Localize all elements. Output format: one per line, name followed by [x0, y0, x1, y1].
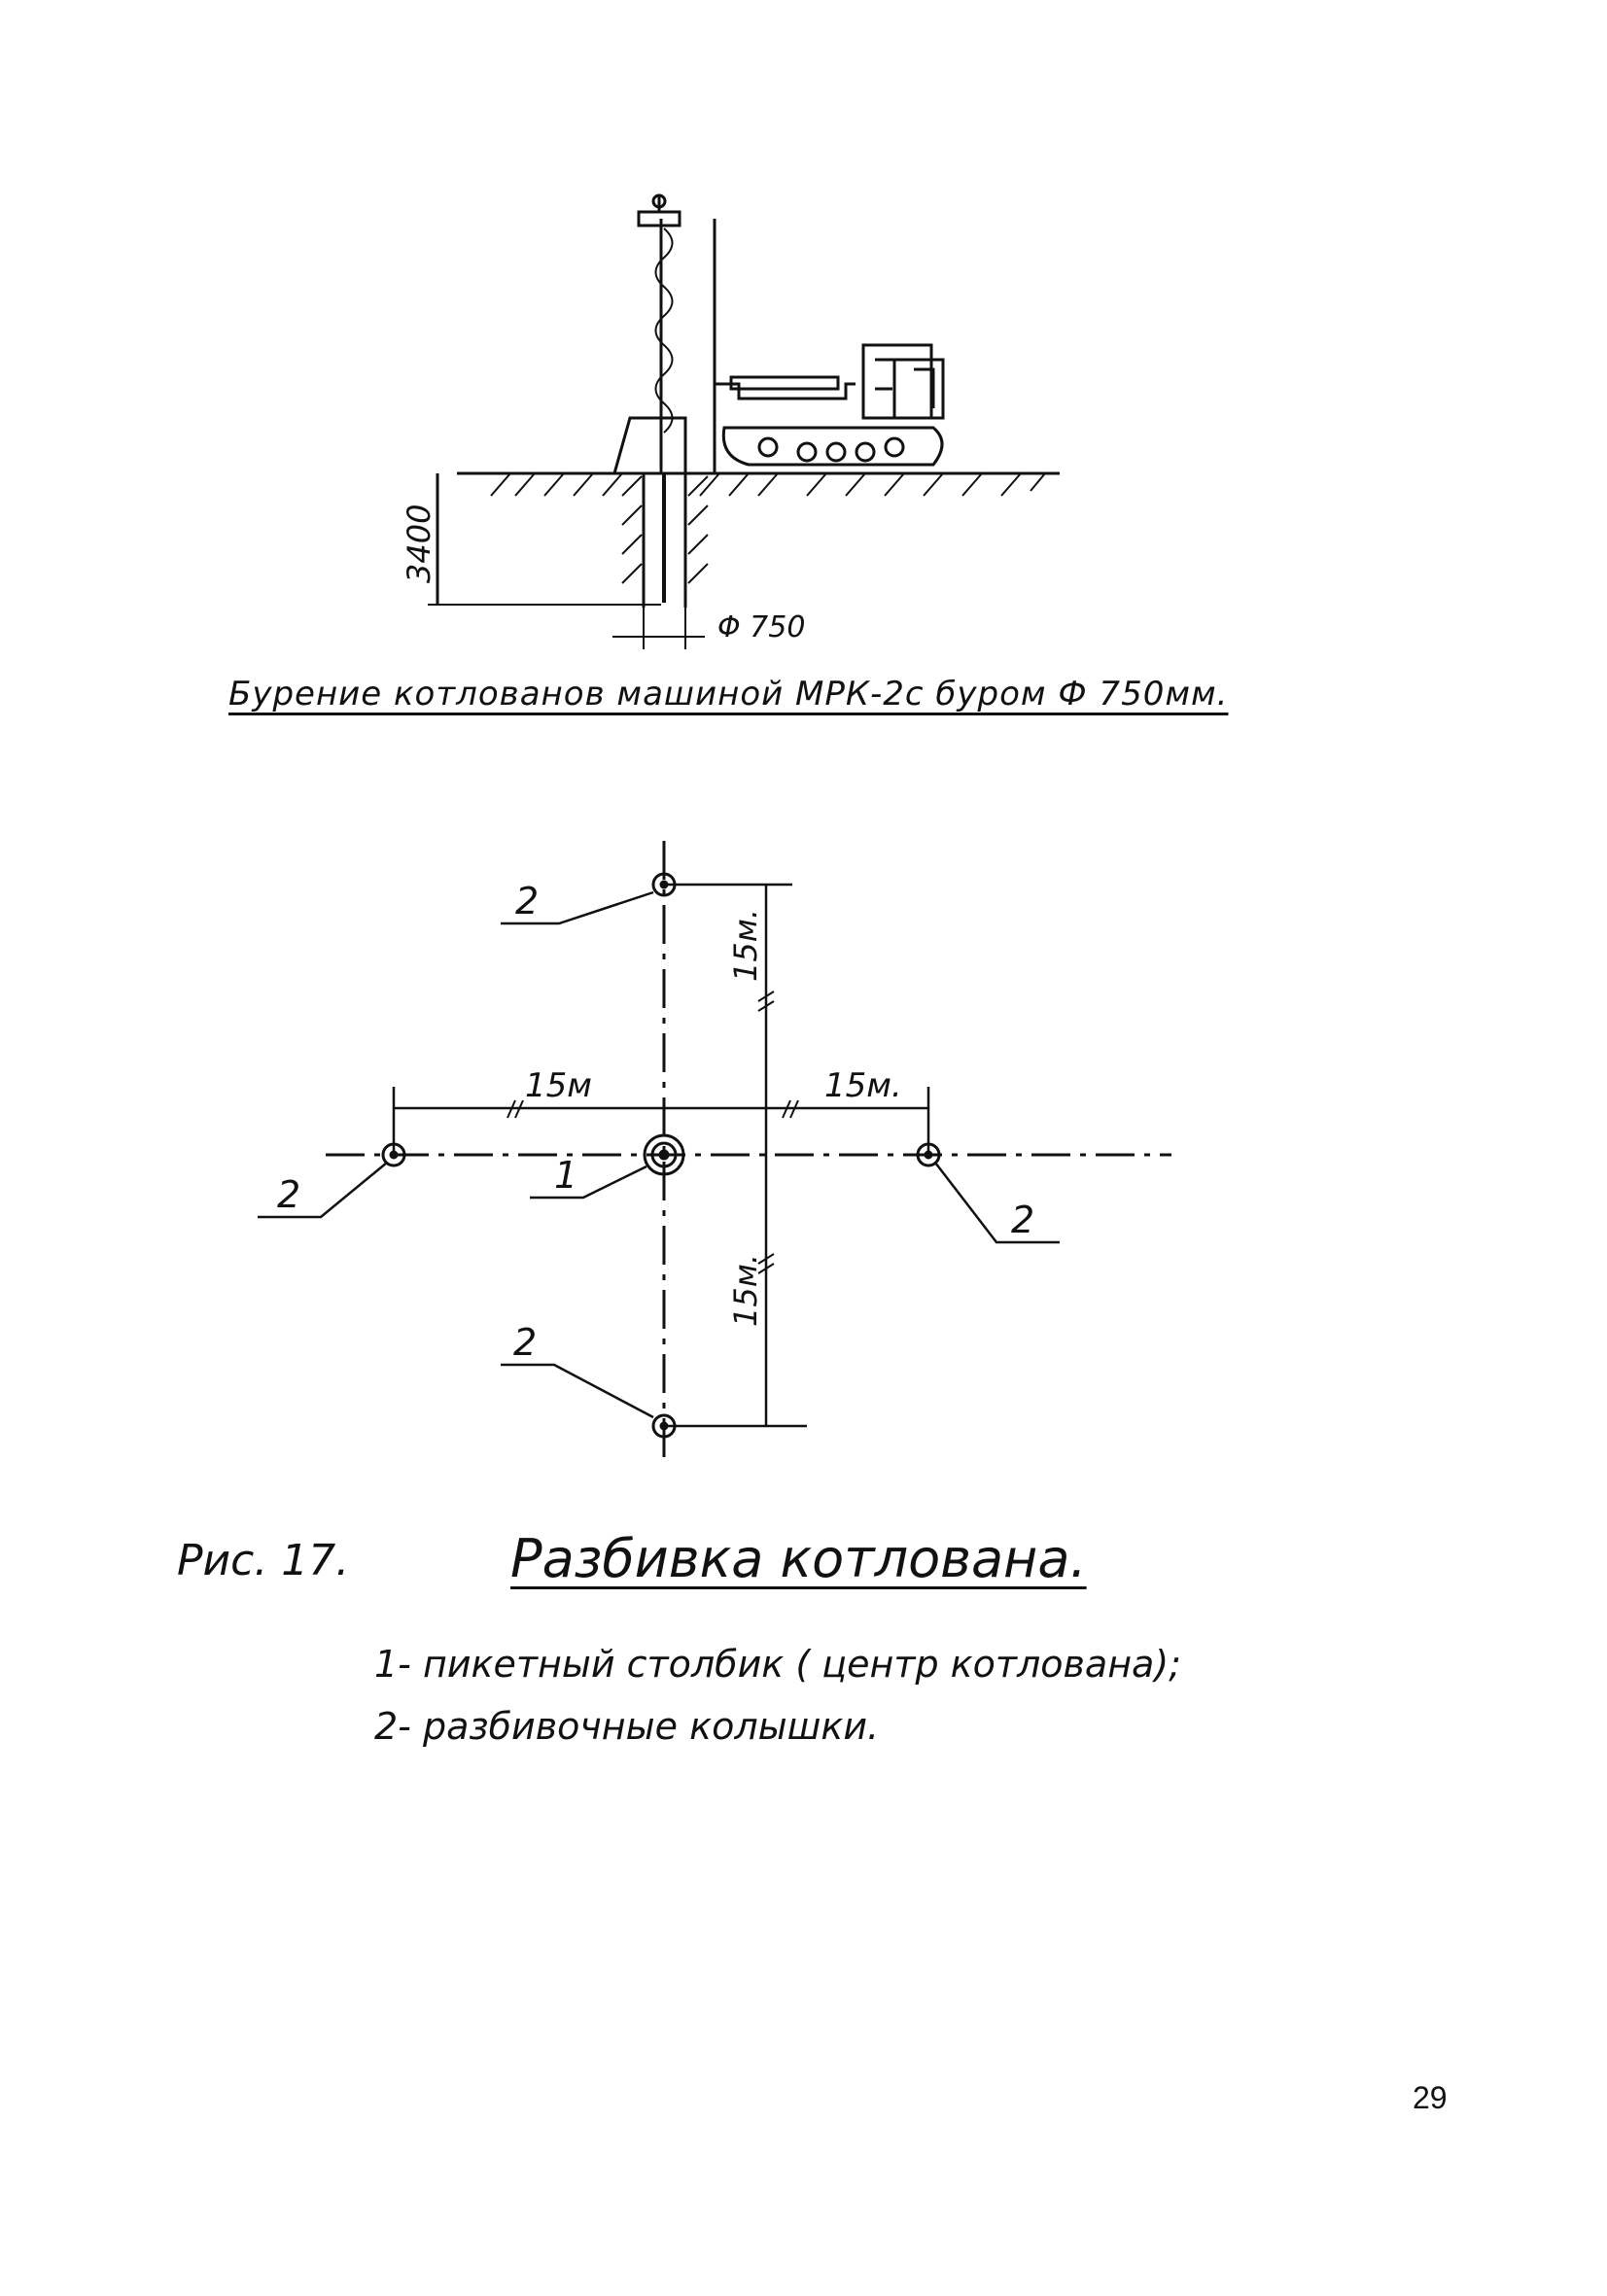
figure-label: Рис. 17.	[177, 1536, 350, 1585]
stake-left	[381, 1142, 406, 1167]
hole-hatching	[621, 475, 709, 584]
leader-bottom	[501, 1363, 654, 1419]
auger	[654, 227, 674, 434]
drilling-caption: Бурение котлованов машиной МРК-2с буром …	[228, 675, 1229, 713]
legend-item-1: 1- пикетный столбик ( центр котлована);	[374, 1643, 1181, 1686]
stake-top	[651, 872, 677, 897]
page-number: 29	[1413, 2080, 1448, 2115]
legend: 1- пикетный столбик ( центр котлована); …	[374, 1633, 1181, 1757]
leader-center	[530, 1165, 647, 1200]
ground-hatching	[490, 472, 1046, 497]
rig-tracks	[721, 426, 944, 467]
center-picket	[643, 1133, 685, 1176]
leader-right	[934, 1162, 1060, 1244]
dim-label-right: 15м.	[824, 1066, 902, 1105]
stake-bottom	[651, 1413, 677, 1439]
center-label: 1	[554, 1154, 577, 1197]
leader-top	[501, 890, 654, 925]
dim-label-left: 15м	[525, 1066, 592, 1105]
pit-layout-diagram: 2 2 1 2 2 15м 15м. 15м. 15м.	[258, 841, 1171, 1458]
rig-boom	[715, 382, 856, 400]
drilling-rig-diagram: 3400 Φ 750	[401, 193, 1060, 649]
stake-label-right: 2	[1011, 1199, 1034, 1241]
mast-support	[612, 416, 687, 474]
depth-label: 3400	[401, 504, 437, 583]
dim-label-up: 15м.	[727, 909, 764, 982]
legend-item-2: 2- разбивочные колышки.	[374, 1705, 880, 1748]
leader-left	[258, 1162, 388, 1219]
stake-right	[916, 1142, 941, 1167]
rig-wheels	[757, 436, 905, 463]
figure-title: Разбивка котлована.	[510, 1528, 1087, 1589]
rig-platform	[729, 375, 840, 391]
diameter-label: Φ 750	[717, 610, 805, 644]
rig-engine	[892, 358, 945, 420]
stake-label-top: 2	[515, 880, 539, 922]
stake-label-left: 2	[277, 1173, 300, 1216]
stake-label-bottom: 2	[513, 1321, 537, 1364]
dim-label-down: 15м.	[727, 1254, 764, 1327]
